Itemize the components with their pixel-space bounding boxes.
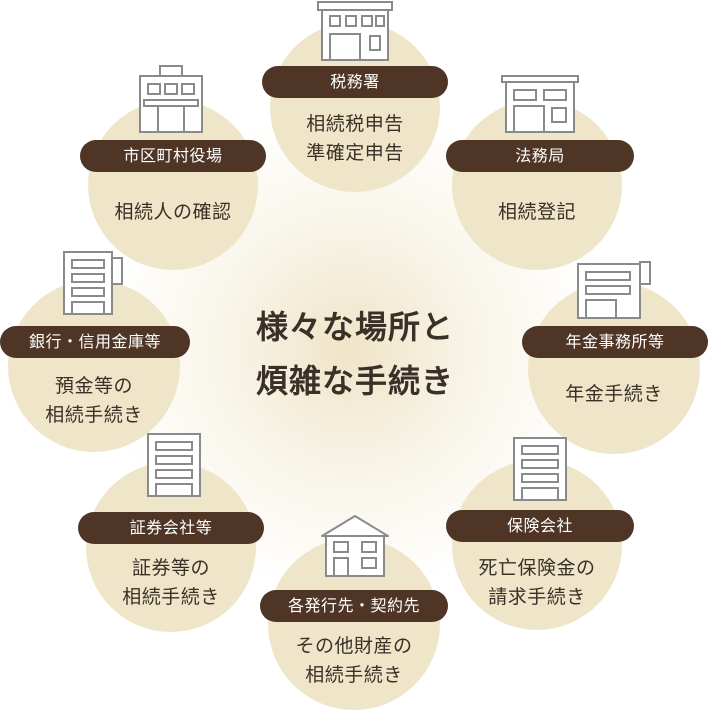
- node-body-line2: 請求手続き: [488, 586, 586, 608]
- center-title: 様々な場所と 煩雑な手続き: [205, 300, 505, 408]
- node-body: 相続税申告 準確定申告: [270, 110, 440, 168]
- node-body-line2: 相続手続き: [305, 664, 403, 686]
- node-body-line1: その他財産の: [295, 635, 413, 657]
- node-label-pill: 保険会社: [446, 510, 634, 542]
- node-body-line1: 死亡保険金の: [478, 557, 596, 579]
- node-body-line2: 相続手続き: [45, 404, 143, 426]
- node-label-pill: 各発行先・契約先: [260, 590, 448, 622]
- bank-building-icon: [62, 250, 128, 316]
- house-icon: [320, 514, 390, 578]
- office-building-icon: [316, 0, 394, 62]
- center-title-line1: 様々な場所と: [255, 308, 454, 346]
- node-body: 死亡保険金の 請求手続き: [452, 554, 622, 612]
- node-body-line1: 年金手続き: [565, 383, 663, 405]
- node-label-pill: 税務署: [262, 66, 448, 98]
- center-title-line2: 煩雑な手続き: [255, 362, 454, 400]
- node-body-line1: 相続人の確認: [114, 201, 232, 223]
- node-body: 相続人の確認: [88, 198, 258, 227]
- node-label-pill: 市区町村役場: [80, 140, 266, 172]
- node-body: 年金手続き: [528, 380, 700, 409]
- node-label-pill: 法務局: [446, 140, 634, 172]
- node-body: 証券等の 相続手続き: [86, 554, 256, 612]
- node-body-line2: 相続手続き: [122, 586, 220, 608]
- tall-building-icon: [512, 436, 568, 502]
- node-body-line2: 準確定申告: [306, 142, 404, 164]
- node-body-line1: 相続税申告: [306, 113, 404, 135]
- node-label-pill: 銀行・信用金庫等: [0, 326, 190, 358]
- office-building-icon: [576, 260, 656, 320]
- node-body-line1: 証券等の: [131, 557, 210, 579]
- node-body-line1: 預金等の: [54, 375, 133, 397]
- node-body: 預金等の 相続手続き: [8, 372, 180, 430]
- node-body-line1: 相続登記: [497, 201, 576, 223]
- node-label-pill: 証券会社等: [78, 512, 264, 544]
- node-body: 相続登記: [452, 198, 622, 227]
- tall-building-icon: [146, 432, 202, 498]
- node-body: その他財産の 相続手続き: [268, 632, 440, 690]
- city-hall-icon: [136, 64, 206, 134]
- node-label-pill: 年金事務所等: [522, 326, 708, 358]
- government-building-icon: [500, 74, 580, 134]
